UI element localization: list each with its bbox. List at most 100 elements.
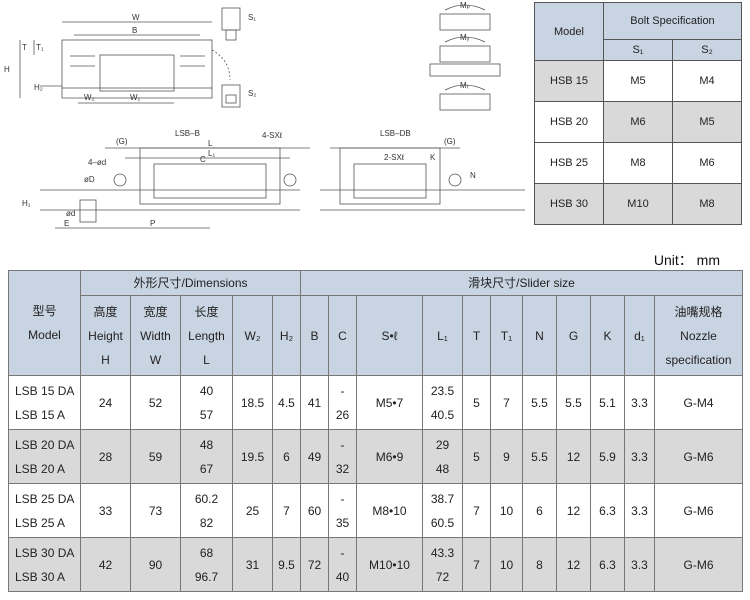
cell-w: 59	[130, 429, 181, 484]
bolt-model-header: Model	[534, 2, 604, 61]
cell-nozzle: G-M6	[654, 537, 743, 592]
label-b: B	[132, 26, 137, 35]
label-w1: W₁	[130, 93, 141, 102]
cell-l1-b: 48	[435, 461, 450, 476]
cell-k: 5.1	[590, 375, 625, 430]
label-h1: H₁	[22, 199, 31, 208]
cell-t: 5	[462, 429, 491, 484]
cell-model-a: LSB 25 DA	[15, 491, 75, 506]
cell-model: LSB 25 DA LSB 25 A	[8, 483, 81, 538]
cell-n: 5.5	[522, 375, 557, 430]
nozzle-header: 油嘴规格 Nozzle specification	[654, 295, 743, 376]
cell-sl: M8•10	[356, 483, 423, 538]
label-phid: øD	[84, 175, 95, 184]
label-s1: S₁	[248, 13, 256, 22]
label-g-left: (G)	[116, 137, 128, 146]
cell-model-a: LSB 30 DA	[15, 545, 75, 560]
cell-model-b: LSB 30 A	[15, 569, 66, 584]
label-n: N	[470, 171, 476, 180]
cell-d1: 3.3	[624, 537, 655, 592]
bolt-row: HSB 20 M6 M5	[534, 101, 742, 143]
bolt-row: HSB 15 M5 M4	[534, 60, 742, 102]
cell-d1: 3.3	[624, 429, 655, 484]
bolt-model: HSB 30	[534, 183, 604, 225]
bolt-s1: M8	[603, 142, 673, 184]
bolt-row: HSB 25 M8 M6	[534, 142, 742, 184]
label-2sxl: 2-SXℓ	[384, 153, 405, 162]
moment-mp-icon	[439, 13, 491, 31]
cell-w2: 18.5	[232, 375, 273, 430]
height-header-sym: H	[101, 352, 110, 367]
length-header-cn: 长度	[194, 304, 219, 319]
bolt-model: HSB 15	[534, 60, 604, 102]
cell-h2: 7	[272, 483, 301, 538]
cell-c-b: 40	[335, 569, 350, 584]
cell-l1-a: 23.5	[430, 383, 455, 398]
label-phid2: ød	[66, 209, 75, 218]
bolt-s1: M6	[603, 101, 673, 143]
cell-k: 6.3	[590, 483, 625, 538]
height-header-cn: 高度	[93, 304, 118, 319]
cell-l-a: 60.2	[194, 491, 219, 506]
label-t: T	[22, 43, 27, 52]
bolt-s1-icon	[221, 7, 241, 31]
cell-model-a: LSB 20 DA	[15, 437, 75, 452]
label-t1: T₁	[36, 43, 44, 52]
cell-w: 73	[130, 483, 181, 538]
cell-g: 5.5	[556, 375, 591, 430]
cell-b: 41	[300, 375, 329, 430]
cell-w2: 25	[232, 483, 273, 538]
cell-t1: 7	[490, 375, 523, 430]
cell-model: LSB 30 DA LSB 30 A	[8, 537, 81, 592]
cell-c-b: 26	[335, 407, 350, 422]
bolt-model: HSB 20	[534, 101, 604, 143]
cell-d1: 3.3	[624, 483, 655, 538]
cell-model-b: LSB 25 A	[15, 515, 66, 530]
bolt-s2-icon	[221, 84, 241, 108]
unit-label: Unit： mm	[653, 252, 720, 268]
cell-c: -26	[328, 375, 357, 430]
nozzle-header-cn: 油嘴规格	[674, 304, 723, 319]
cell-t1: 10	[490, 537, 523, 592]
width-header: 宽度 Width W	[130, 295, 181, 376]
cell-sl: M10•10	[356, 537, 423, 592]
cell-t: 5	[462, 375, 491, 430]
cell-b: 72	[300, 537, 329, 592]
cell-nozzle: G-M6	[654, 483, 743, 538]
label-k: K	[430, 153, 436, 162]
w2-header: W₂	[232, 295, 273, 376]
dimensions-group-header: 外形尺寸/Dimensions	[80, 270, 301, 296]
cell-c: -32	[328, 429, 357, 484]
cell-n: 5.5	[522, 429, 557, 484]
height-header: 高度 Height H	[80, 295, 131, 376]
rail-base	[61, 88, 213, 99]
cell-l-b: 82	[199, 515, 214, 530]
cell-sl: M6•9	[356, 429, 423, 484]
label-h: H	[4, 65, 10, 74]
cell-b: 60	[300, 483, 329, 538]
model-header: 型号 Model	[8, 270, 81, 376]
label-4sxl: 4-SXℓ	[262, 131, 283, 140]
width-header-en: Width	[140, 328, 171, 343]
cell-n: 6	[522, 483, 557, 538]
cell-c-a: -	[340, 491, 345, 506]
carriage-cross-section	[61, 39, 213, 89]
cell-g: 12	[556, 537, 591, 592]
label-w: W	[132, 13, 140, 22]
b-header: B	[300, 295, 329, 376]
sl-header: S•ℓ	[356, 295, 423, 376]
label-4d: 4–ød	[88, 158, 106, 167]
cell-c-a: -	[340, 545, 345, 560]
l1-header: L₁	[422, 295, 463, 376]
nozzle-header-en2: specification	[665, 352, 732, 367]
cell-w: 52	[130, 375, 181, 430]
cell-nozzle: G-M4	[654, 375, 743, 430]
label-h2: H₂	[34, 83, 43, 92]
label-s2: S₂	[248, 89, 256, 98]
slider-group-header: 滑块尺寸/Slider size	[300, 270, 743, 296]
g-header: G	[556, 295, 591, 376]
k-header: K	[590, 295, 625, 376]
